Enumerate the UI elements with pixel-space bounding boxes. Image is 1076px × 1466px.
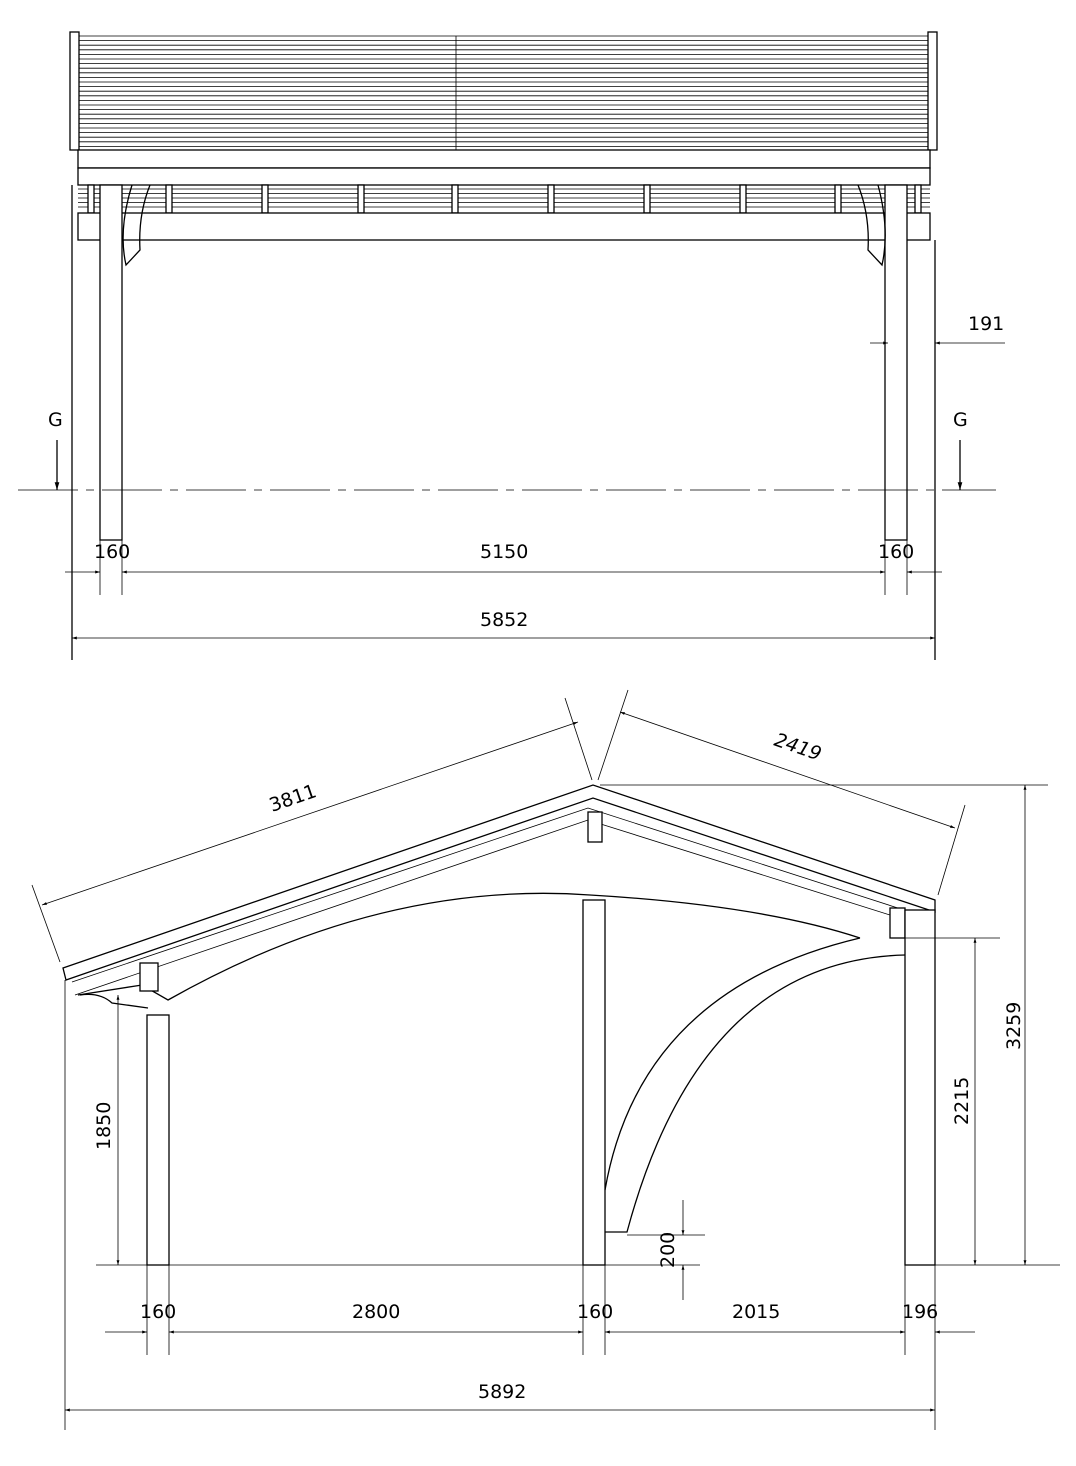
dim-5150: 5150 bbox=[480, 541, 528, 563]
purlin-block bbox=[643, 184, 651, 214]
purlin-block bbox=[914, 184, 922, 214]
post-left bbox=[99, 184, 123, 541]
side-view: 3811 2419 3259 2215 1850 200 160 2800 16… bbox=[31, 689, 1060, 1430]
purlin-block bbox=[547, 184, 555, 214]
purlin-block bbox=[834, 184, 842, 214]
dim-2215: 2215 bbox=[951, 1077, 973, 1125]
roof-cladding bbox=[79, 35, 928, 147]
purlin-block bbox=[261, 184, 269, 214]
dim-200: 200 bbox=[657, 1232, 679, 1268]
roof-edge-right bbox=[927, 31, 938, 151]
dim-2419: 2419 bbox=[771, 729, 824, 766]
purlin-block bbox=[451, 184, 459, 214]
dim-3259: 3259 bbox=[1003, 1002, 1025, 1050]
main-beam bbox=[77, 212, 931, 241]
dim-196: 196 bbox=[902, 1301, 938, 1323]
arch-brace-outer bbox=[604, 937, 861, 1191]
dim-160-right: 160 bbox=[878, 541, 914, 563]
front-view: G G 191 160 5150 160 5852 bbox=[18, 31, 1005, 660]
side-post-right bbox=[904, 909, 936, 1266]
fascia-board bbox=[77, 149, 931, 169]
dim-160-a: 160 bbox=[140, 1301, 176, 1323]
purlin-block bbox=[87, 184, 95, 214]
roof-outline bbox=[62, 784, 936, 981]
arch-brace-inner bbox=[605, 954, 906, 1233]
dim-2015: 2015 bbox=[732, 1301, 780, 1323]
dim-5892: 5892 bbox=[478, 1381, 526, 1403]
brace-left bbox=[122, 184, 151, 267]
post-right bbox=[884, 184, 908, 541]
purlin-block bbox=[739, 184, 747, 214]
dim-191: 191 bbox=[968, 313, 1004, 335]
purlin-block bbox=[357, 184, 365, 214]
purlin-block bbox=[165, 184, 173, 214]
dim-5852: 5852 bbox=[480, 609, 528, 631]
dim-160-left: 160 bbox=[94, 541, 130, 563]
section-mark-left: G bbox=[48, 409, 63, 431]
dim-3811: 3811 bbox=[266, 780, 319, 817]
dim-1850: 1850 bbox=[93, 1102, 115, 1150]
roof-edge-left bbox=[69, 31, 80, 151]
side-post-middle bbox=[582, 899, 606, 1266]
dim-160-b: 160 bbox=[577, 1301, 613, 1323]
dim-2800: 2800 bbox=[352, 1301, 400, 1323]
section-mark-right: G bbox=[953, 409, 968, 431]
brace-right bbox=[857, 184, 886, 267]
side-post-left bbox=[146, 1014, 170, 1266]
purlins bbox=[78, 184, 930, 214]
